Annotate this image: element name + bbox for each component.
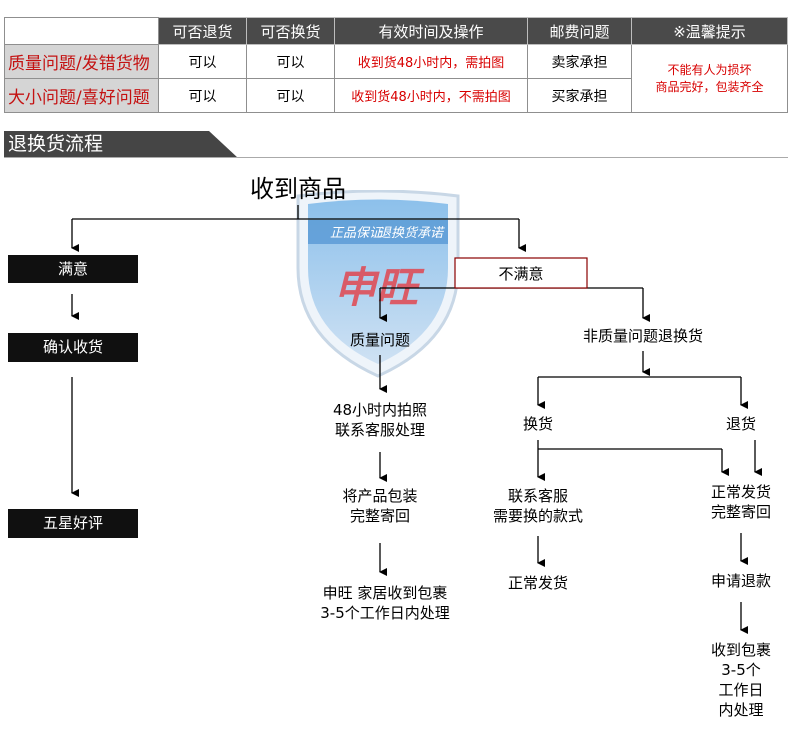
quality-step-2-line: 完整寄回: [349, 507, 410, 525]
section-title: 退换货流程: [8, 133, 104, 155]
exchange-label: 换货: [522, 415, 553, 433]
refund-step-2: 申请退款: [710, 572, 771, 590]
refund-step-1: 正常发货 完整寄回: [696, 482, 786, 522]
policy-table: 可否退货 可否换货 有效时间及操作 邮费问题 ※温馨提示 质量问题/发错货物 可…: [4, 17, 788, 113]
exchange-step-1: 联系客服 需要换的款式: [468, 486, 608, 526]
table-header-blank: [4, 17, 159, 45]
stamp-text-2: 退换货承诺: [378, 226, 445, 241]
row-type: 质量问题/发错货物: [4, 44, 159, 79]
row-type: 大小问题/喜好问题: [4, 78, 159, 113]
row-postage: 买家承担: [527, 78, 632, 113]
table-header-time: 有效时间及操作: [334, 17, 528, 45]
refund-step-3: 收到包裹 3-5个 工作日 内处理: [701, 640, 781, 720]
table-header-tip: ※温馨提示: [631, 17, 788, 45]
quality-step-3-line: 3-5个工作日内处理: [320, 604, 450, 622]
row-time: 收到货48小时内，不需拍图: [334, 78, 528, 113]
refund-step-3-line: 收到包裹: [710, 641, 771, 659]
refund-step-3-line: 内处理: [718, 701, 764, 719]
refund-step-3-line: 工作日: [718, 681, 764, 699]
quality-step-3: 申旺 家居收到包裹 3-5个工作日内处理: [300, 583, 470, 623]
table-header-row: 可否退货 可否换货 有效时间及操作 邮费问题 ※温馨提示: [4, 17, 788, 45]
quality-step-3-line: 申旺 家居收到包裹: [322, 584, 448, 602]
exchange-step-1-line: 联系客服: [507, 487, 568, 505]
row-postage: 卖家承担: [527, 44, 632, 79]
section-title-bar: [4, 131, 238, 158]
exchange-step-2: 正常发货: [507, 574, 568, 592]
confirm-receipt-box: 确认收货: [8, 333, 138, 362]
refund-label: 退货: [725, 415, 756, 433]
exchange-step-1-line: 需要换的款式: [492, 507, 583, 525]
row-exchange: 可以: [246, 78, 335, 113]
tip-line: 不能有人为损坏: [667, 62, 752, 77]
stamp-text-1: 正品保证: [330, 226, 384, 241]
refund-step-3-line: 3-5个: [721, 661, 761, 679]
unsatisfied-label: 不满意: [498, 265, 544, 283]
refund-step-1-line: 完整寄回: [710, 503, 771, 521]
table-header-exchange: 可否换货: [246, 17, 335, 45]
satisfied-box: 满意: [8, 255, 138, 283]
quality-issue-label: 质量问题: [349, 331, 410, 349]
row-return: 可以: [158, 78, 247, 113]
section-divider: [4, 157, 788, 158]
quality-step-1: 48小时内拍照 联系客服处理: [300, 400, 460, 440]
quality-step-1-line: 联系客服处理: [334, 421, 425, 439]
tip-line: 商品完好，包装齐全: [655, 79, 764, 94]
table-row: 质量问题/发错货物 可以 可以 收到货48小时内，需拍图 卖家承担 不能有人为损…: [4, 44, 788, 113]
flow-start: 收到商品: [250, 175, 346, 203]
quality-step-2: 将产品包装 完整寄回: [300, 486, 460, 526]
five-star-review-box: 五星好评: [8, 509, 138, 538]
quality-step-2-line: 将产品包装: [342, 487, 418, 505]
quality-step-1-line: 48小时内拍照: [332, 401, 428, 419]
table-row: 大小问题/喜好问题 可以 可以 收到货48小时内，不需拍图 买家承担: [4, 78, 788, 113]
refund-step-1-line: 正常发货: [710, 483, 771, 501]
row-return: 可以: [158, 44, 247, 79]
tip-cell: 不能有人为损坏 商品完好，包装齐全: [631, 44, 788, 113]
non-quality-label: 非质量问题退换货: [582, 327, 703, 345]
row-time: 收到货48小时内，需拍图: [334, 44, 528, 79]
